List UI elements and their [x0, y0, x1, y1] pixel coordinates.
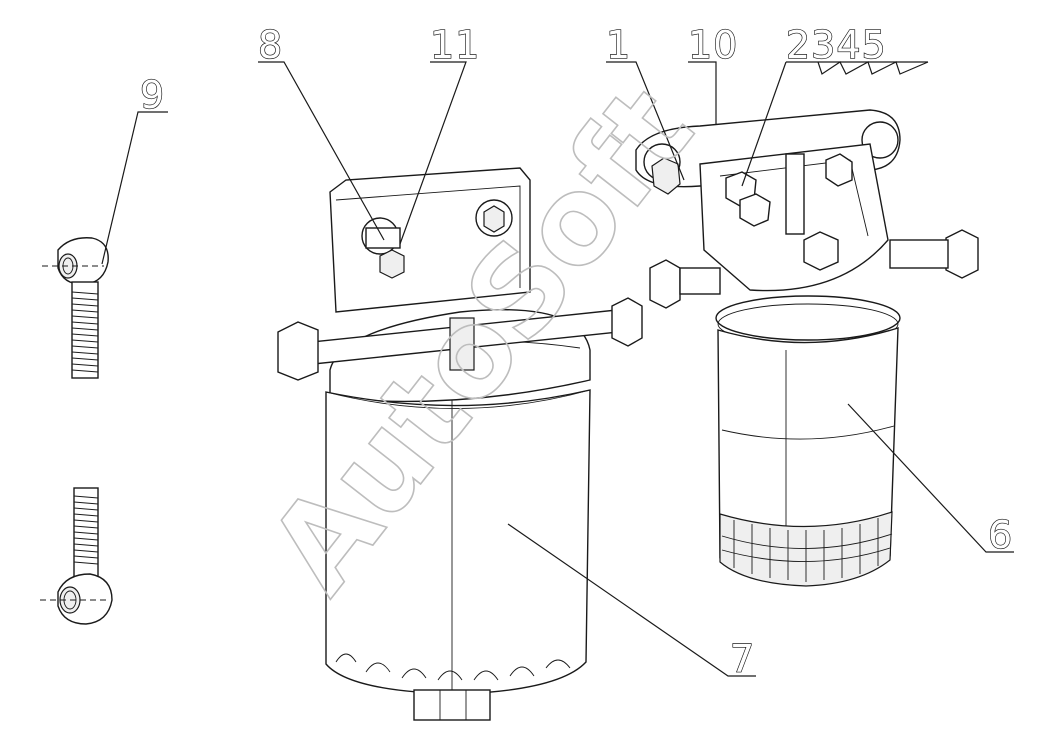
callouts: 9 8 11 1 10 2345 6 7 [139, 22, 1013, 681]
banjo-fitting-lower [40, 487, 113, 625]
left-filter-assembly [277, 167, 643, 721]
callout-7: 7 [730, 637, 755, 681]
banjo-fitting-upper [42, 237, 109, 379]
callout-11: 11 [430, 23, 480, 67]
callout-1: 1 [606, 23, 631, 67]
callout-9: 9 [140, 73, 165, 117]
callout-2345: 2345 [786, 23, 887, 67]
right-filter-assembly [635, 109, 979, 587]
callout-6: 6 [988, 513, 1013, 557]
callout-10: 10 [688, 23, 738, 67]
callout-8: 8 [258, 23, 283, 67]
leader-lines [101, 61, 1014, 677]
